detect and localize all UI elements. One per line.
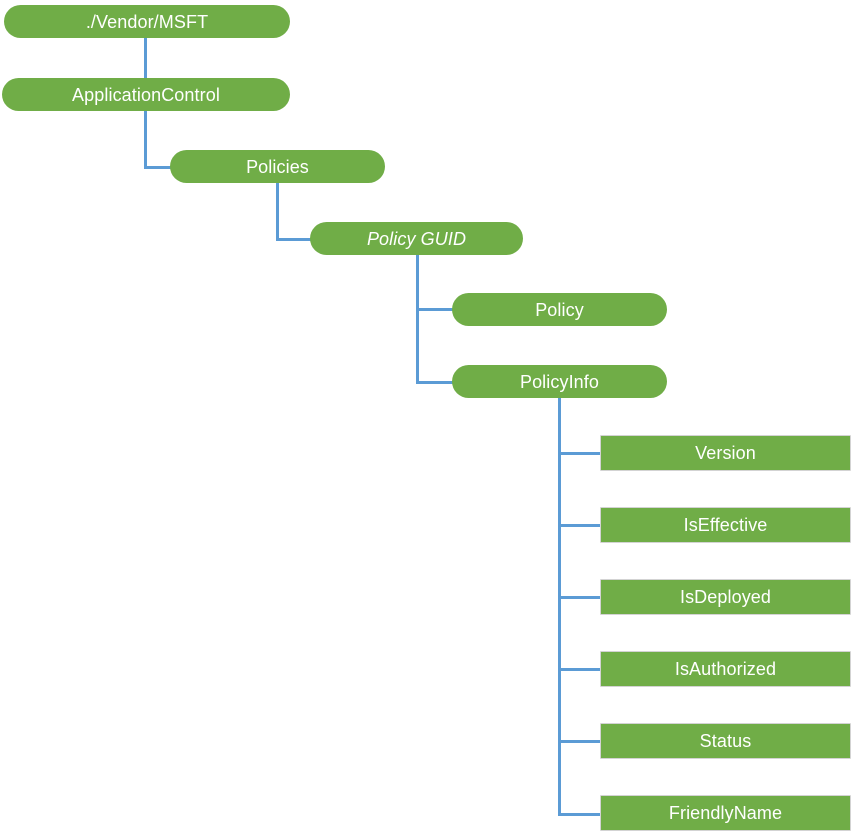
- node-status-label: Status: [699, 731, 752, 751]
- connector-applicationcontrol-to-policies-horizontal: [144, 166, 176, 169]
- node-policy-label: Policy: [535, 299, 584, 320]
- node-iseffective-label: IsEffective: [683, 515, 768, 535]
- connector-policyguid-to-policy: [416, 308, 456, 311]
- node-policies-label: Policies: [246, 156, 309, 177]
- node-isdeployed-label: IsDeployed: [679, 587, 772, 607]
- connector-policyguid-to-policyinfo: [416, 381, 456, 384]
- node-friendlyname-label: FriendlyName: [668, 803, 783, 823]
- node-version[interactable]: Version: [600, 435, 851, 471]
- connector-applicationcontrol-to-policies-vertical: [144, 110, 147, 169]
- node-applicationcontrol[interactable]: ApplicationControl: [2, 78, 290, 111]
- node-policies[interactable]: Policies: [170, 150, 385, 183]
- node-isdeployed[interactable]: IsDeployed: [600, 579, 851, 615]
- connector-policyinfo-to-friendlyname: [558, 813, 603, 816]
- connector-vendor-to-applicationcontrol: [144, 37, 147, 78]
- node-friendlyname[interactable]: FriendlyName: [600, 795, 851, 831]
- connector-policyinfo-to-status: [558, 740, 603, 743]
- connector-policyinfo-to-version: [558, 452, 603, 455]
- node-isauthorized[interactable]: IsAuthorized: [600, 651, 851, 687]
- node-policy-guid[interactable]: Policy GUID: [310, 222, 523, 255]
- connector-policyinfo-to-isdeployed: [558, 596, 603, 599]
- node-vendor-msft-label: ./Vendor/MSFT: [85, 11, 209, 32]
- node-policy[interactable]: Policy: [452, 293, 667, 326]
- node-policy-guid-label: Policy GUID: [366, 228, 467, 249]
- connector-policyinfo-to-isauthorized: [558, 668, 603, 671]
- node-vendor-msft[interactable]: ./Vendor/MSFT: [4, 5, 290, 38]
- node-iseffective[interactable]: IsEffective: [600, 507, 851, 543]
- node-applicationcontrol-label: ApplicationControl: [72, 84, 220, 105]
- connector-policyinfo-trunk: [558, 397, 561, 816]
- node-isauthorized-label: IsAuthorized: [674, 659, 777, 679]
- connector-policyinfo-to-iseffective: [558, 524, 603, 527]
- connector-policies-to-policyguid-vertical: [276, 182, 279, 241]
- connector-policies-to-policyguid-horizontal: [276, 238, 314, 241]
- node-policyinfo[interactable]: PolicyInfo: [452, 365, 667, 398]
- connector-policyguid-trunk: [416, 254, 419, 384]
- node-status[interactable]: Status: [600, 723, 851, 759]
- node-version-label: Version: [695, 443, 756, 463]
- node-policyinfo-label: PolicyInfo: [519, 371, 600, 392]
